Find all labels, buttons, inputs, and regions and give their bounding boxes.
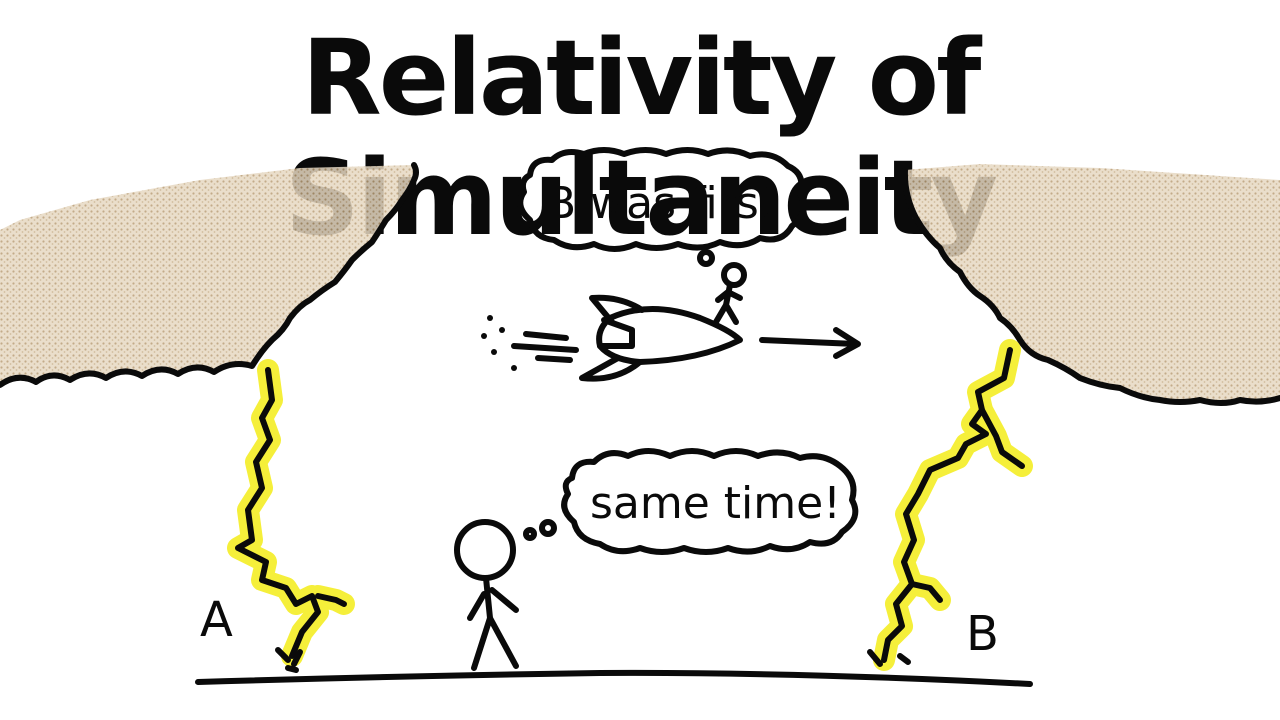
- right-cloud-fill: [904, 164, 1280, 403]
- ground-thought-text: same time!: [590, 478, 841, 529]
- left-cloud-fill: [0, 165, 414, 385]
- left-cloud-outline: [0, 162, 419, 388]
- ground-line: [195, 669, 1033, 687]
- rocket-thought-text: B was first: [546, 178, 776, 229]
- rocket-ship: [481, 262, 747, 382]
- left-storm-cloud: [0, 162, 419, 388]
- motion-arrow: [759, 327, 861, 359]
- page-title: Relativity of Simultaneity: [284, 17, 998, 259]
- ground-observer: [454, 519, 519, 671]
- right-storm-cloud: [901, 164, 1280, 406]
- label-b: B: [966, 606, 999, 662]
- ground-thought-bubble: same time!: [523, 448, 859, 555]
- right-cloud-outline: [901, 167, 1280, 406]
- left-lightning-bolt: [227, 359, 355, 673]
- label-a: A: [200, 592, 233, 648]
- rocket-thought-bubble: B was first: [517, 147, 807, 267]
- right-lightning-bolt: [867, 339, 1033, 671]
